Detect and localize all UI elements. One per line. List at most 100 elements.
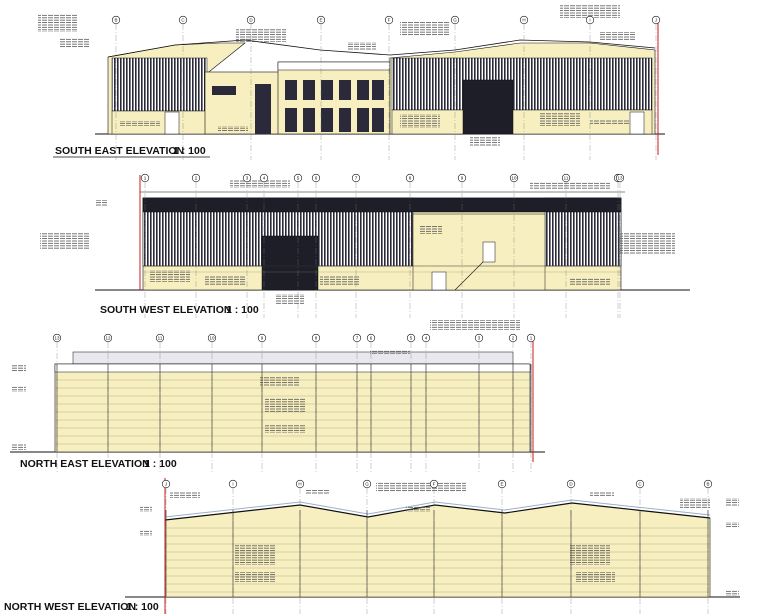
se-side-door <box>629 111 645 135</box>
wall-panel-lines-layer <box>55 265 710 597</box>
north-east-grid-bubble: 12 <box>103 333 113 472</box>
south-east-grid-bubble: G <box>450 15 460 160</box>
sw-roller-shutter <box>261 235 319 291</box>
north-east-elevation: NORTH EAST ELEVATION 1 : 100 <box>10 320 545 470</box>
north-east-grid-bubble: 6 <box>366 333 376 472</box>
se-office-parapet <box>277 61 391 71</box>
south-east-grid-bubble: J <box>651 15 661 160</box>
south-west-grid-bubble: 1 <box>140 173 150 318</box>
ne-roof-band <box>72 351 514 365</box>
north-east-grid-bubble: 1 <box>526 333 536 472</box>
se-roof-line <box>107 39 656 58</box>
south-east-elevation: SOUTH EAST ELEVATION 1 : 100 <box>38 4 665 158</box>
ne-fascia <box>54 363 531 373</box>
south-west-elevation: SOUTH WEST ELEVATION 1 : 100 <box>40 175 690 316</box>
grid-label: 9 <box>461 176 464 181</box>
grid-label: 5 <box>297 176 300 181</box>
grid-label: 11 <box>158 336 163 341</box>
grid-label: G <box>453 18 457 23</box>
ne-annotations <box>12 320 520 450</box>
grid-label: 13 <box>617 176 623 181</box>
north-east-grid-bubble: 7 <box>352 333 362 472</box>
south-east-grid-bubble: B <box>111 15 121 160</box>
north-east-grid-bubble: 5 <box>406 333 416 472</box>
south-east-grid-bubble: E <box>316 15 326 160</box>
grid-label: 6 <box>370 336 373 341</box>
south-west-grid-bubble: 8 <box>405 173 415 318</box>
grid-label: 10 <box>209 336 215 341</box>
grid-label: F <box>388 18 391 23</box>
grid-label: 9 <box>261 336 264 341</box>
ne-elevation-scale: 1 : 100 <box>144 458 177 470</box>
north-east-grid-bubble: 10 <box>207 333 217 472</box>
grid-label: C <box>638 482 642 487</box>
north-west-elevation: NORTH WEST ELEVATION 1 : 100 <box>4 478 740 614</box>
grid-label: 12 <box>105 336 111 341</box>
se-side-door-left <box>164 111 180 135</box>
sw-annotations <box>40 180 675 304</box>
north-east-grid-bubble: 9 <box>257 333 267 472</box>
sw-elevation-scale: 1 : 100 <box>226 304 259 316</box>
grid-label: G <box>365 482 369 487</box>
north-east-grid-bubble: 2 <box>508 333 518 472</box>
south-west-grid-bubble: 6 <box>311 173 321 318</box>
grid-label: H <box>522 18 525 23</box>
grid-label: 1 <box>530 336 533 341</box>
north-east-grid-bubble: 13 <box>52 333 62 472</box>
south-west-grid-bubble: 4 <box>259 173 269 318</box>
grid-label: 11 <box>564 176 569 181</box>
north-east-grid-bubble: 4 <box>421 333 431 472</box>
south-west-grid-bubble: 11 <box>561 173 571 318</box>
north-east-grid-bubble: 11 <box>155 333 165 472</box>
south-west-grid-bubble: 13 <box>615 173 625 318</box>
grid-label: 8 <box>409 176 412 181</box>
south-east-grid-bubble: D <box>246 15 256 160</box>
grid-label: B <box>706 482 709 487</box>
grid-label: F <box>433 482 436 487</box>
grid-label: B <box>114 18 117 23</box>
south-west-grid-bubble: 3 <box>242 173 252 318</box>
south-west-grid-bubble: 5 <box>293 173 303 318</box>
grid-label: 3 <box>478 336 481 341</box>
se-entrance-door <box>255 84 271 134</box>
grid-label: 2 <box>195 176 198 181</box>
se-office-windows <box>212 80 384 132</box>
grid-label: I <box>232 482 233 487</box>
grid-label: 4 <box>263 176 266 181</box>
south-west-grid-bubble: 2 <box>191 173 201 318</box>
se-roller-shutter <box>462 79 514 135</box>
se-elevation-scale: 1 : 100 <box>173 145 206 157</box>
south-west-grid-bubble: 7 <box>351 173 361 318</box>
south-east-grid-bubble: I <box>585 15 595 160</box>
grid-label: 7 <box>356 336 359 341</box>
sw-ground-door <box>431 271 447 291</box>
grid-label: J <box>655 18 657 23</box>
se-right-cladding <box>391 57 653 111</box>
grid-label: 8 <box>315 336 318 341</box>
grid-label: H <box>298 482 301 487</box>
se-annotations <box>38 4 636 146</box>
se-left-cladding <box>111 57 208 112</box>
north-east-grid-bubble: 3 <box>474 333 484 472</box>
south-west-grid-bubble: 10 <box>509 173 519 318</box>
ne-elevation-title: NORTH EAST ELEVATION <box>20 458 150 470</box>
grid-label: 5 <box>410 336 413 341</box>
se-office-block-left <box>204 71 284 135</box>
grid-label: D <box>569 482 573 487</box>
grid-label: 13 <box>54 336 60 341</box>
grid-label: 10 <box>511 176 517 181</box>
south-east-grid-bubble: H <box>519 15 529 160</box>
sw-fascia <box>142 197 622 213</box>
grid-label: E <box>500 482 503 487</box>
grid-label: I <box>589 18 590 23</box>
grid-label: 2 <box>512 336 515 341</box>
grid-label: E <box>319 18 322 23</box>
grid-label: C <box>181 18 185 23</box>
grid-label: J <box>165 482 167 487</box>
grid-label: 7 <box>355 176 358 181</box>
south-east-grid-bubble: F <box>384 15 394 160</box>
grid-label: D <box>249 18 253 23</box>
grid-label: 6 <box>315 176 318 181</box>
sw-stair <box>454 261 484 291</box>
